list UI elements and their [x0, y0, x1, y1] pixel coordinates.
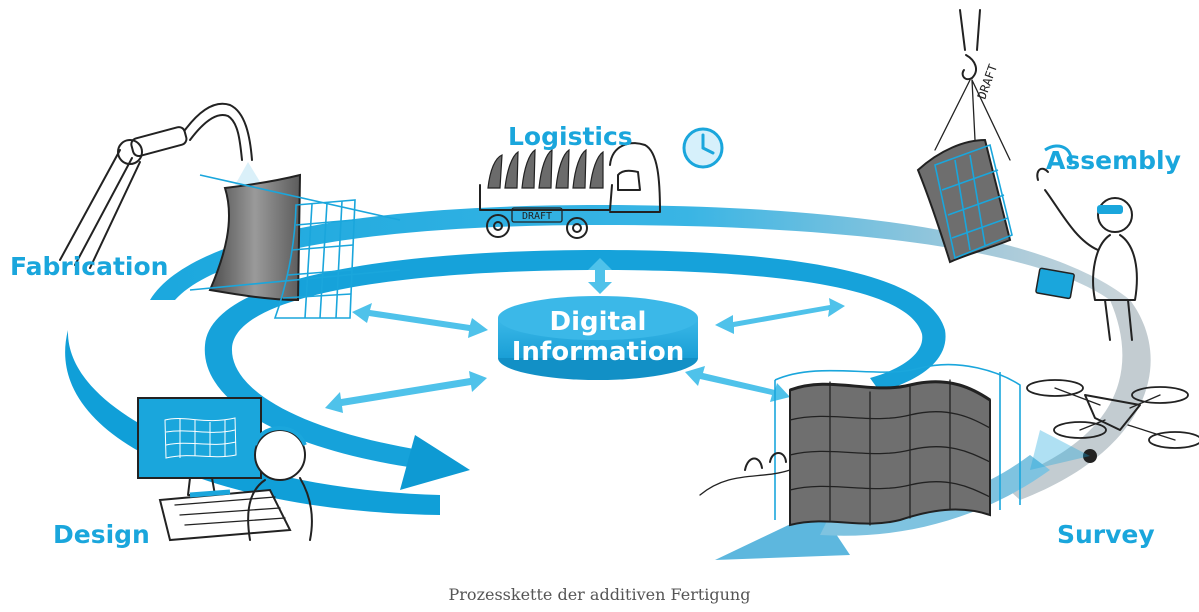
clock-icon	[682, 127, 724, 169]
outer-ring-back	[150, 205, 1130, 300]
digital-information-hub: Digital Information	[498, 296, 698, 380]
arrow-hub-fabrication	[352, 303, 488, 338]
figure-caption: Prozesskette der additiven Fertigung	[448, 585, 751, 604]
arrow-hub-design	[325, 371, 487, 413]
truck-illustration: DRAFT	[479, 142, 661, 239]
building-illustration	[699, 363, 1021, 527]
robot-arm-illustration	[59, 102, 262, 269]
hub-arrows	[325, 258, 845, 413]
crane-draft-tag: DRAFT	[975, 62, 1001, 101]
arrow-hub-logistics	[588, 258, 612, 294]
arrowhead-left	[400, 435, 470, 490]
truck-draft-tag: DRAFT	[522, 211, 552, 222]
arrowhead-bottom	[715, 510, 850, 560]
stage-label-assembly: Assembly	[1046, 146, 1181, 175]
assembly-worker	[1035, 144, 1138, 341]
stage-label-survey: Survey	[1057, 520, 1155, 549]
stage-label-logistics: Logistics	[508, 122, 633, 151]
design-workstation	[137, 397, 313, 542]
stage-label-fabrication: Fabrication	[10, 252, 169, 281]
fabricated-panel	[189, 173, 401, 319]
hub-line-2: Information	[512, 337, 685, 367]
crane-hook-illustration: DRAFT	[934, 9, 1011, 161]
arrow-hub-assembly	[715, 298, 845, 334]
drone-illustration	[1026, 379, 1199, 470]
hub-line-1: Digital	[550, 307, 647, 337]
hanging-panel	[916, 138, 1013, 264]
arrow-hub-survey	[685, 366, 790, 402]
stage-label-design: Design	[53, 520, 150, 549]
